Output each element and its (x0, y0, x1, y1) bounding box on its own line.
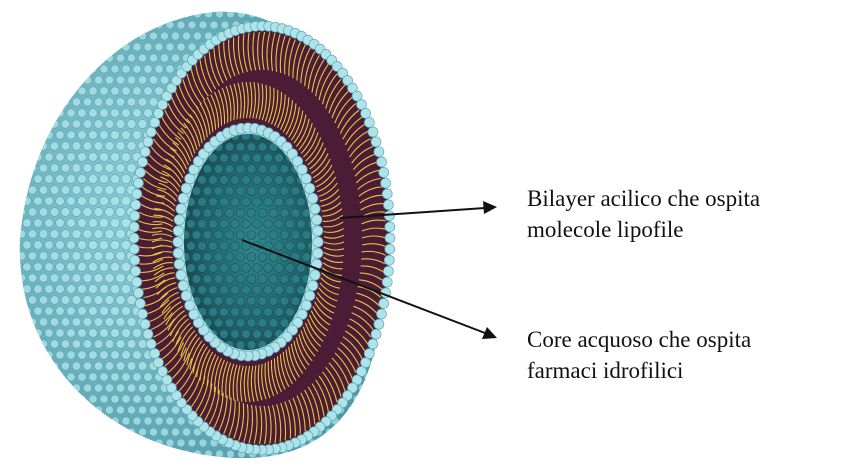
label-core-line1: Core acquoso che ospita (527, 324, 751, 355)
label-bilayer-line1: Bilayer acilico che ospita (527, 183, 760, 214)
label-core: Core acquoso che ospita farmaci idrofili… (527, 324, 751, 386)
label-core-line2: farmaci idrofilici (527, 355, 751, 386)
label-bilayer-line2: molecole lipofile (527, 214, 760, 245)
label-bilayer: Bilayer acilico che ospita molecole lipo… (527, 183, 760, 245)
arrow-bilayer-head (483, 201, 497, 214)
